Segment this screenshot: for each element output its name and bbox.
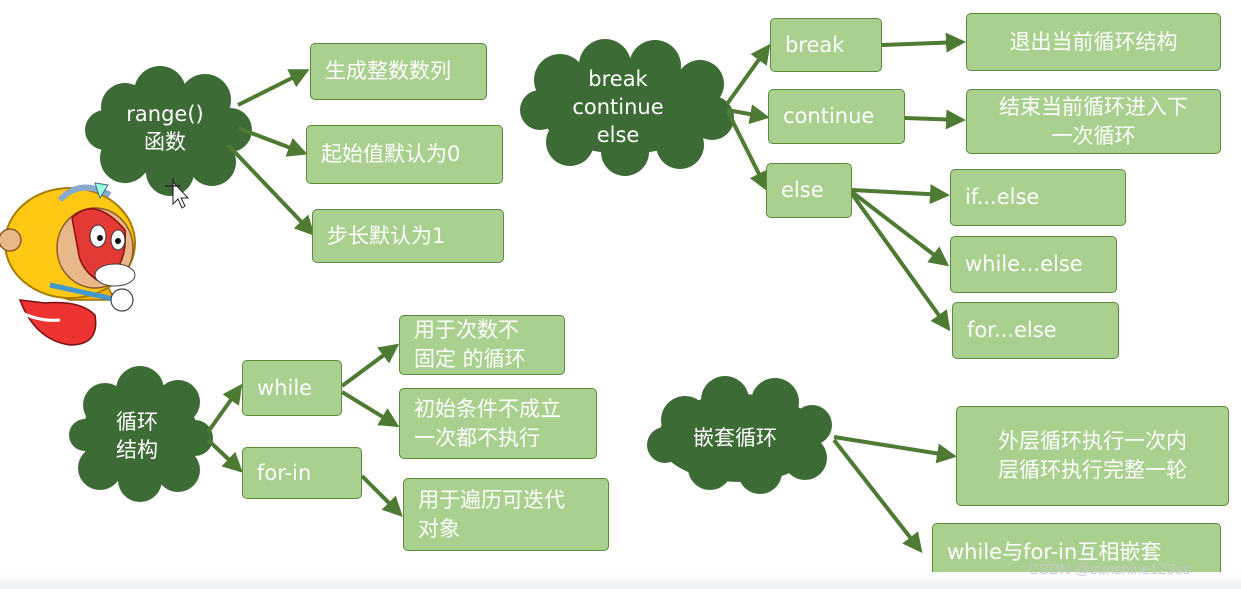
box-range-start: 起始值默认为0	[306, 125, 503, 184]
box-for-in-desc: 用于遍历可迭代 对象	[403, 478, 609, 551]
box-while-desc1: 用于次数不 固定 的循环	[399, 315, 565, 375]
cursor-icon	[165, 178, 190, 209]
box-continue-desc: 结束当前循环进入下 一次循环	[966, 89, 1221, 154]
box-range-generate: 生成整数数列	[310, 43, 487, 100]
watermark: CSDN @sunshine123ss	[1028, 561, 1190, 578]
box-break-desc: 退出当前循环结构	[966, 13, 1221, 71]
cloud-nested	[647, 376, 832, 494]
cloud-break	[520, 39, 734, 176]
connector-arrows	[206, 32, 966, 554]
box-while-desc2: 初始条件不成立 一次都不执行	[399, 388, 597, 459]
cloud-nested-label: 嵌套循环	[693, 426, 777, 450]
cloud-range	[85, 66, 252, 196]
bottom-bar	[0, 572, 1241, 589]
cloud-loop-structure	[69, 366, 213, 502]
monkey-mascot-icon	[0, 182, 136, 346]
box-for-else: for...else	[952, 302, 1119, 359]
box-range-step: 步长默认为1	[312, 209, 504, 263]
cloud-break-label: break continue else	[572, 67, 664, 147]
box-continue: continue	[768, 89, 905, 144]
box-nested-desc1: 外层循环执行一次内 层循环执行完整一轮	[956, 406, 1229, 506]
box-if-else: if...else	[950, 169, 1126, 226]
box-while: while	[242, 360, 342, 416]
cloud-range-label: range() 函数	[126, 102, 204, 154]
box-nested-desc2: while与for-in互相嵌套	[932, 523, 1221, 581]
box-break: break	[770, 18, 882, 72]
cloud-loop-label: 循环 结构	[116, 410, 158, 462]
box-while-else: while...else	[950, 236, 1117, 293]
box-else: else	[766, 163, 852, 218]
box-for-in: for-in	[242, 447, 362, 499]
